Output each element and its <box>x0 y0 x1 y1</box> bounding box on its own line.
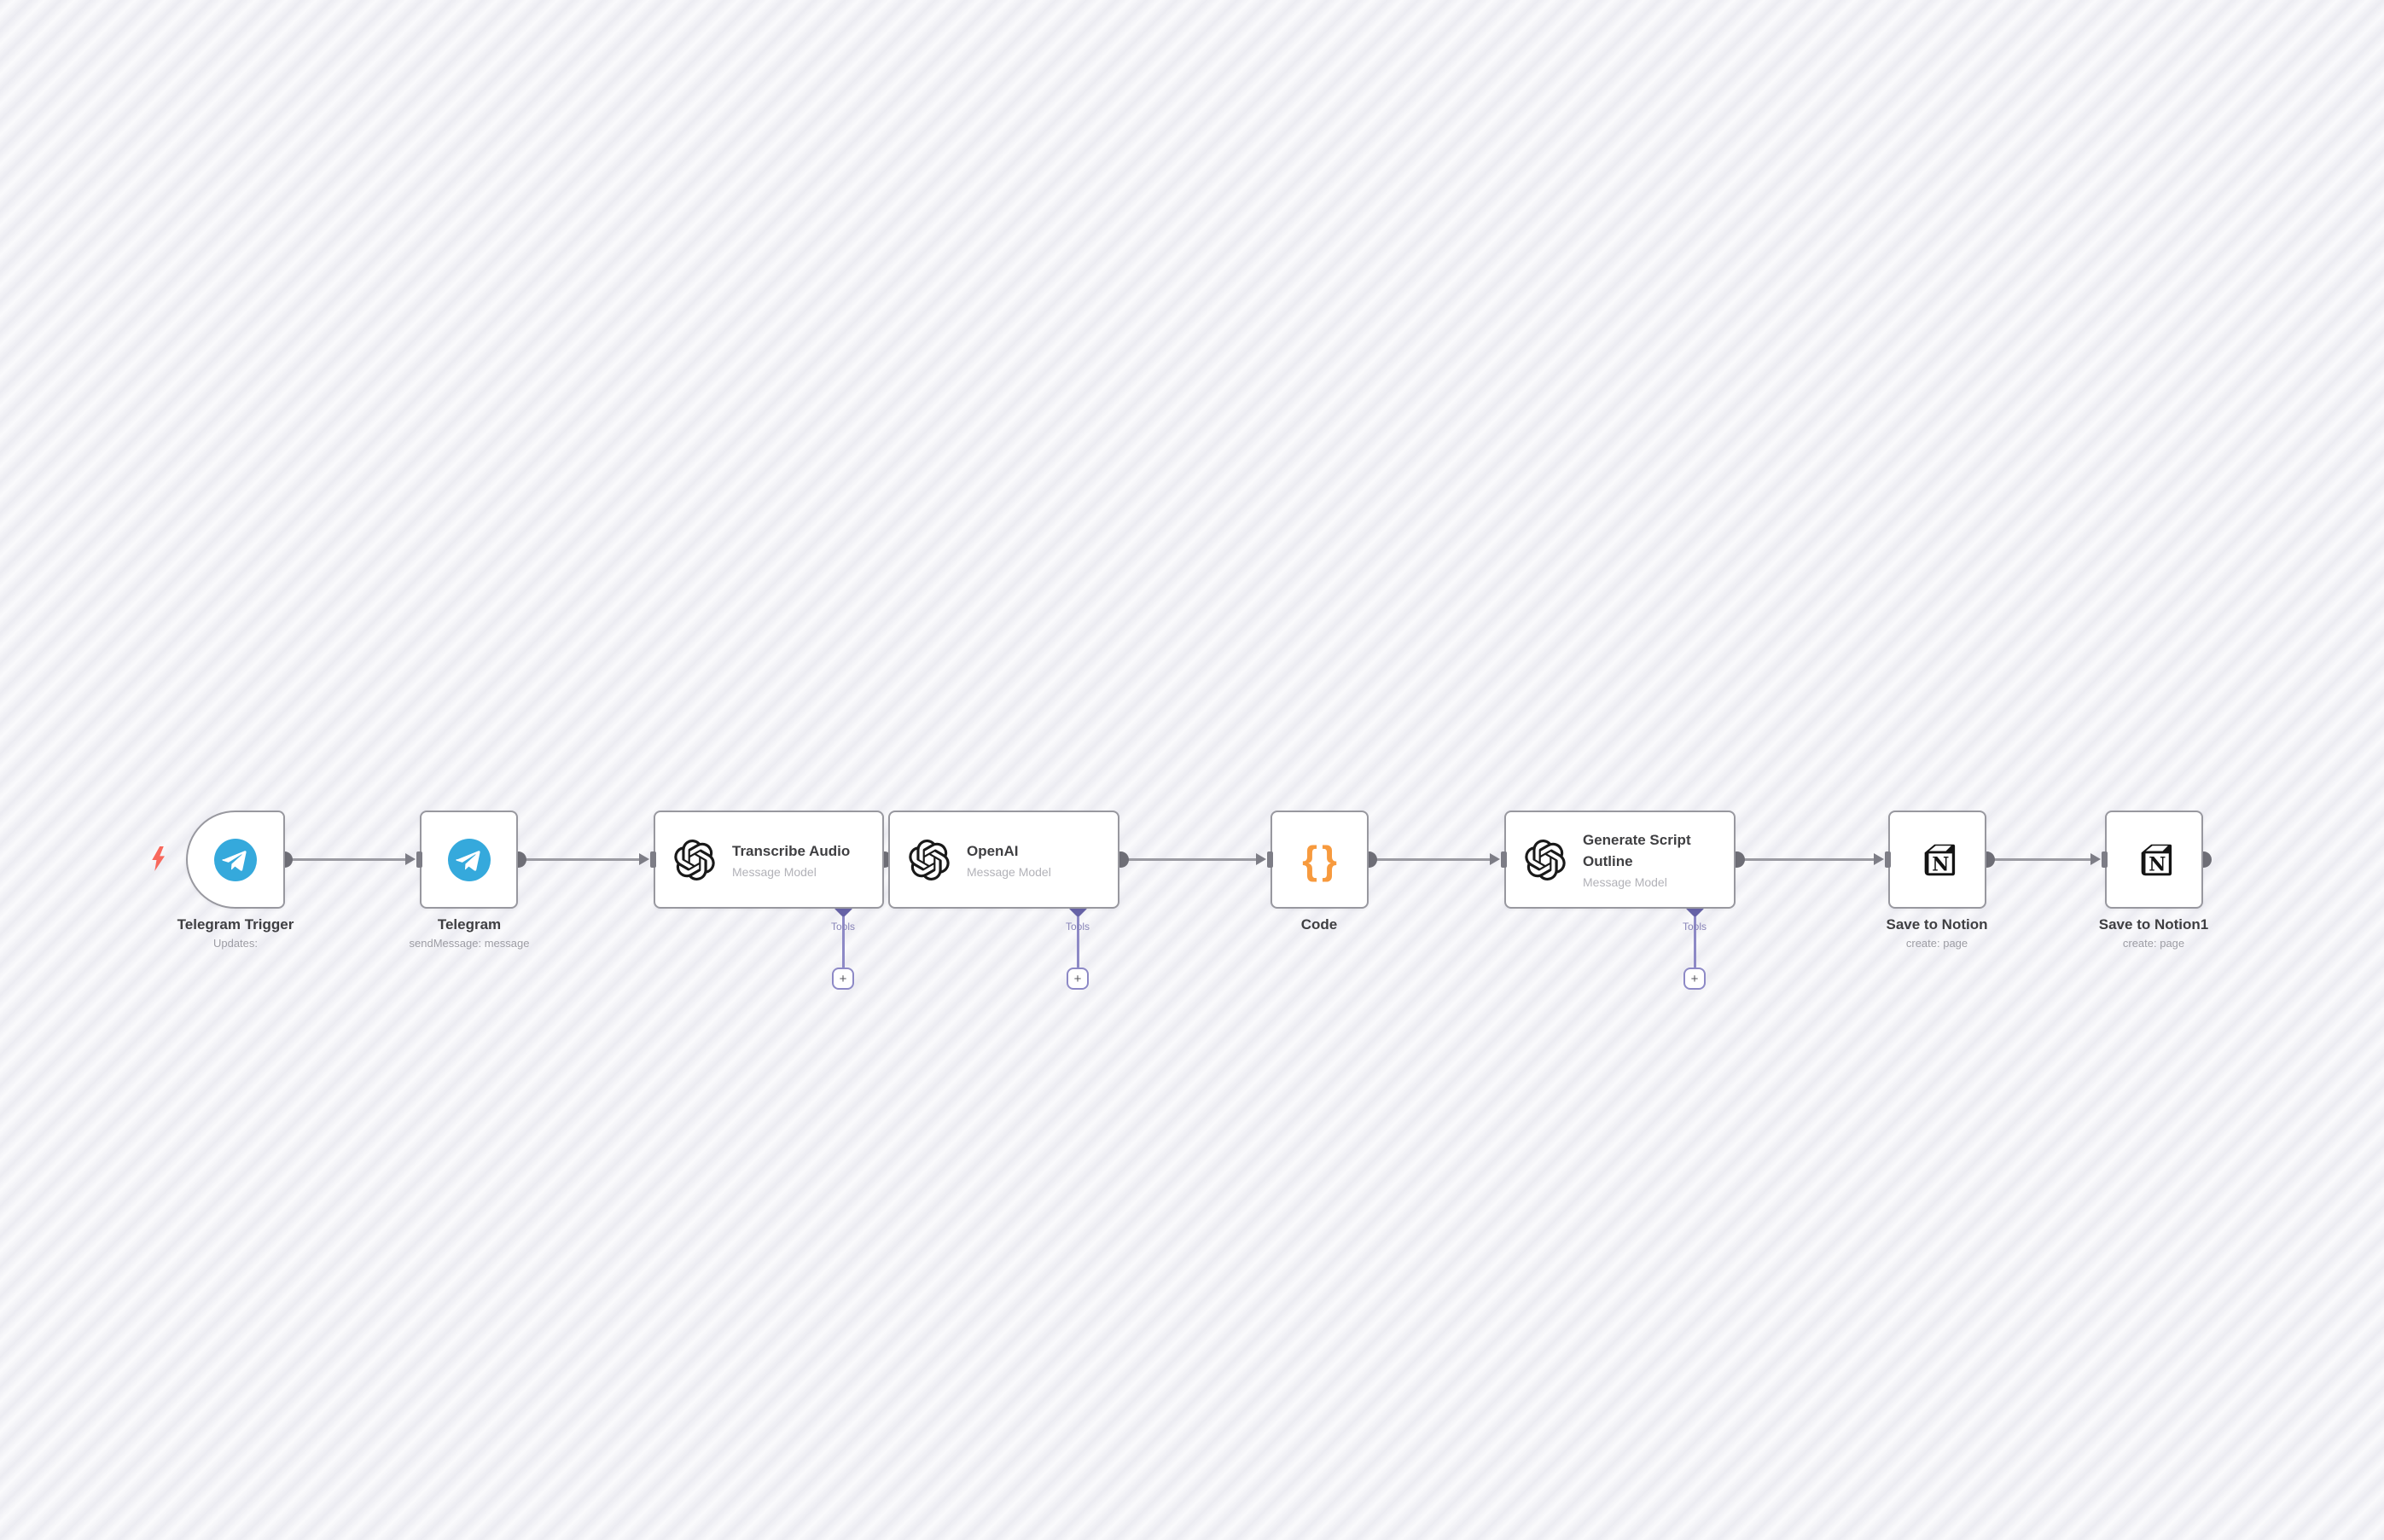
plus-icon: + <box>1073 971 1082 986</box>
openai-icon <box>674 839 715 880</box>
tools-connection-line <box>1076 912 1079 968</box>
tools-label: Tools <box>1682 921 1707 933</box>
node-title: Generate Script Outline <box>1583 832 1691 869</box>
tools-connection-line <box>841 912 845 968</box>
openai-icon <box>909 839 950 880</box>
node-title: Save to Notion1 <box>2098 916 2209 933</box>
connection[interactable] <box>1369 858 1490 861</box>
node-title: Telegram Trigger <box>177 916 294 933</box>
node-subtitle: create: page <box>1905 937 1968 950</box>
node-title: Telegram <box>437 916 502 933</box>
node-label: Save to Notion1 create: page <box>2060 916 2247 950</box>
node-title: Transcribe Audio <box>732 842 851 859</box>
connection[interactable] <box>284 858 405 861</box>
lightning-bolt-icon <box>151 846 166 875</box>
node-subtitle: sendMessage: message <box>409 937 530 950</box>
tools-label: Tools <box>830 921 855 933</box>
node-subtitle: Message Model <box>967 864 1051 879</box>
node-generate-script-outline[interactable]: Generate Script Outline Message Model <box>1504 811 1736 909</box>
node-title: OpenAI <box>967 842 1019 859</box>
input-port[interactable] <box>1501 851 1507 868</box>
plus-icon: + <box>1690 971 1699 986</box>
telegram-icon <box>214 838 257 881</box>
svg-text:N: N <box>2149 853 2166 875</box>
node-subtitle: Message Model <box>732 864 817 879</box>
connection-arrow-icon <box>1874 853 1884 865</box>
plus-icon: + <box>839 971 847 986</box>
node-openai[interactable]: OpenAI Message Model <box>888 811 1119 909</box>
tools-label: Tools <box>1065 921 1090 933</box>
node-transcribe-audio[interactable]: Transcribe Audio Message Model <box>654 811 884 909</box>
add-tool-button[interactable]: + <box>832 968 854 990</box>
input-port[interactable] <box>1267 851 1273 868</box>
connection-arrow-icon <box>1490 853 1500 865</box>
node-title: Save to Notion <box>1886 916 1988 933</box>
node-save-to-notion1[interactable]: N <box>2105 811 2203 909</box>
input-port[interactable] <box>1885 851 1891 868</box>
connection[interactable] <box>1986 858 2090 861</box>
tools-connector: Tools + <box>809 897 877 994</box>
node-subtitle: Message Model <box>1583 875 1667 889</box>
node-label: Telegram Trigger Updates: <box>142 916 329 950</box>
node-telegram-trigger[interactable] <box>186 811 285 909</box>
input-port[interactable] <box>650 851 656 868</box>
connection[interactable] <box>1120 858 1256 861</box>
notion-icon: N <box>1918 840 1957 880</box>
connection-arrow-icon <box>1256 853 1266 865</box>
tools-connector: Tools + <box>1044 897 1112 994</box>
tools-connection-line <box>1693 912 1696 968</box>
add-tool-button[interactable]: + <box>1067 968 1089 990</box>
add-tool-button[interactable]: + <box>1683 968 1706 990</box>
node-telegram[interactable] <box>420 811 518 909</box>
node-code[interactable]: {} <box>1270 811 1369 909</box>
connection-arrow-icon <box>405 853 416 865</box>
node-subtitle: Updates: <box>212 937 259 950</box>
node-title: Code <box>1300 916 1338 933</box>
connection[interactable] <box>1736 858 1874 861</box>
node-subtitle: create: page <box>2122 937 2185 950</box>
node-save-to-notion[interactable]: N <box>1888 811 1986 909</box>
input-port[interactable] <box>416 851 422 868</box>
connection-arrow-icon <box>639 853 649 865</box>
notion-icon: N <box>2135 840 2174 880</box>
connection-arrow-icon <box>2090 853 2101 865</box>
node-label: Code <box>1225 916 1413 933</box>
code-braces-icon: {} <box>1302 837 1341 882</box>
connection[interactable] <box>518 858 639 861</box>
svg-text:N: N <box>1932 853 1949 875</box>
telegram-icon <box>447 838 491 881</box>
openai-icon <box>1525 839 1566 880</box>
input-port[interactable] <box>2102 851 2108 868</box>
node-label: Telegram sendMessage: message <box>375 916 563 950</box>
tools-connector: Tools + <box>1660 897 1729 994</box>
node-label: Save to Notion create: page <box>1843 916 2031 950</box>
